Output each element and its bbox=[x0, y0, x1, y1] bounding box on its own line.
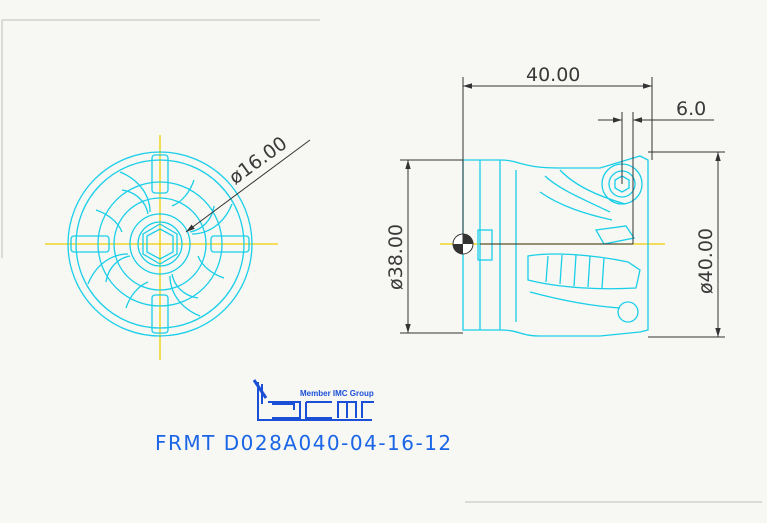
offset-dimension-label: 6.0 bbox=[676, 98, 706, 120]
dimension-lines bbox=[400, 77, 725, 338]
end-diameter-leader bbox=[185, 139, 311, 233]
side-view: 40.00 6.0 ø38.00 ø40.00 bbox=[385, 64, 725, 338]
logo-tagline: Member IMC Group bbox=[300, 389, 374, 398]
end-view-centerlines bbox=[45, 135, 278, 360]
brand-logo: Member IMC Group bbox=[252, 379, 374, 421]
length-dimension-label: 40.00 bbox=[526, 64, 580, 86]
shank-diameter-label: ø38.00 bbox=[385, 224, 407, 290]
sheet-frame bbox=[1, 19, 762, 503]
cutter-body-side bbox=[462, 155, 649, 337]
cutter-body-end bbox=[67, 151, 253, 337]
inserts-end bbox=[70, 154, 250, 334]
cutting-diameter-label: ø40.00 bbox=[695, 228, 717, 294]
part-number-title: FRMT D028A040-04-16-12 bbox=[155, 431, 453, 455]
logo-wordmark-graphic bbox=[252, 379, 374, 421]
end-view: ø16.00 bbox=[45, 132, 311, 360]
